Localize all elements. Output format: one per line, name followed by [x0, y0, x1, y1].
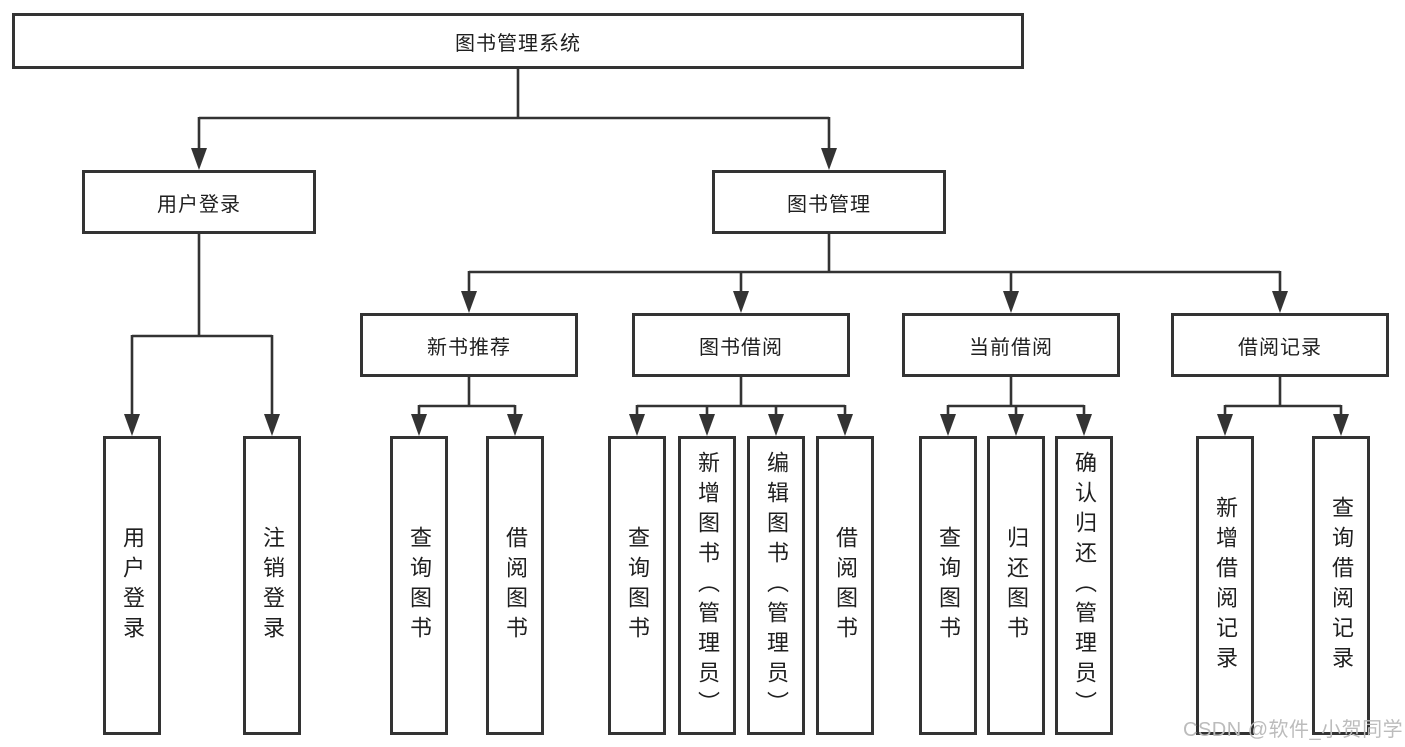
node-label: 新增借阅记录: [1213, 495, 1238, 676]
leaf-query-books-borrow: 查询图书: [608, 436, 666, 735]
node-library-management-system: 图书管理系统: [12, 13, 1024, 69]
node-book-borrow: 图书借阅: [632, 313, 850, 377]
node-label: 查询图书: [625, 525, 650, 646]
node-label: 图书借阅: [699, 336, 783, 359]
node-new-book-recommend: 新书推荐: [360, 313, 578, 377]
node-user-login: 用户登录: [82, 170, 316, 234]
node-label: 新书推荐: [427, 336, 511, 359]
node-label: 用户登录: [120, 525, 145, 646]
leaf-edit-books-admin: 编辑图书（管理员）: [747, 436, 805, 735]
leaf-confirm-return-admin: 确认归还（管理员）: [1055, 436, 1113, 735]
connector-lines: [130, 69, 1343, 416]
leaf-query-borrow-record: 查询借阅记录: [1312, 436, 1370, 735]
node-label: 用户登录: [157, 193, 241, 216]
leaf-add-borrow-record: 新增借阅记录: [1196, 436, 1254, 735]
node-label: 编辑图书（管理员）: [764, 450, 789, 721]
node-label: 借阅记录: [1238, 336, 1322, 359]
node-borrow-records: 借阅记录: [1171, 313, 1389, 377]
node-label: 查询借阅记录: [1329, 495, 1354, 676]
node-label: 图书管理系统: [455, 32, 581, 55]
node-label: 借阅图书: [503, 525, 528, 646]
node-label: 借阅图书: [833, 525, 858, 646]
node-label: 确认归还（管理员）: [1072, 450, 1097, 721]
leaf-user-login: 用户登录: [103, 436, 161, 735]
leaf-borrow-books: 借阅图书: [816, 436, 874, 735]
node-label: 图书管理: [787, 193, 871, 216]
node-label: 查询图书: [407, 525, 432, 646]
node-label: 查询图书: [936, 525, 961, 646]
node-label: 当前借阅: [969, 336, 1053, 359]
leaf-borrow-books-recommend: 借阅图书: [486, 436, 544, 735]
leaf-return-books: 归还图书: [987, 436, 1045, 735]
leaf-query-books-current: 查询图书: [919, 436, 977, 735]
csdn-watermark: CSDN @软件_小贺同学: [1183, 719, 1404, 741]
arrowheads: [124, 148, 1349, 436]
leaf-add-books-admin: 新增图书（管理员）: [678, 436, 736, 735]
node-label: 注销登录: [260, 525, 285, 646]
node-current-borrow: 当前借阅: [902, 313, 1120, 377]
node-label: 新增图书（管理员）: [695, 450, 720, 721]
leaf-query-books-recommend: 查询图书: [390, 436, 448, 735]
node-label: 归还图书: [1004, 525, 1029, 646]
node-book-management: 图书管理: [712, 170, 946, 234]
leaf-logout: 注销登录: [243, 436, 301, 735]
